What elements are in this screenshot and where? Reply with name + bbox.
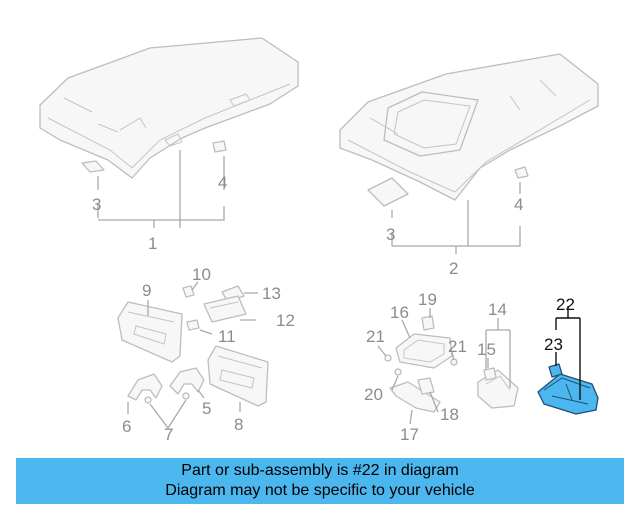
parts-diagram: 1 2 3 3 4 4 5 6 7 8 9 10 11 12 13 14 15 … (39, 37, 599, 444)
headliner-sunroof (339, 53, 599, 201)
callout-7: 7 (164, 425, 173, 444)
callout-23: 23 (544, 335, 563, 354)
cap-18 (417, 377, 435, 395)
bulb-15 (483, 367, 497, 381)
sunroof-pad-3b (367, 177, 409, 207)
dome-lamp-14 (477, 369, 519, 409)
sun-visor-left (117, 301, 183, 363)
callout-21b: 21 (448, 337, 467, 356)
bulb-19 (421, 315, 435, 331)
visor-clip-10 (182, 285, 195, 298)
banner-line-part-number: Part or sub-assembly is #22 in diagram (181, 462, 459, 479)
callout-11: 11 (218, 327, 236, 346)
callout-12: 12 (276, 311, 295, 330)
clip-21a (384, 354, 392, 362)
leader-lines-highlighted (555, 306, 581, 400)
callout-14: 14 (488, 300, 507, 319)
callout-9: 9 (142, 281, 151, 300)
callout-5: 5 (202, 399, 211, 418)
callout-4b: 4 (514, 195, 523, 214)
callout-6: 6 (122, 417, 131, 436)
callout-16: 16 (390, 303, 409, 322)
callout-1: 1 (148, 234, 157, 253)
grab-handle-6 (127, 373, 163, 401)
callout-17: 17 (400, 425, 419, 444)
sun-visor-pad-3a (81, 160, 105, 173)
callout-22: 22 (556, 295, 575, 314)
info-banner: Part or sub-assembly is #22 in diagram D… (16, 458, 624, 504)
callout-10: 10 (192, 265, 211, 284)
callout-21a: 21 (366, 327, 385, 346)
clip-4b (514, 166, 529, 179)
callout-20: 20 (364, 385, 383, 404)
map-lamp-16 (395, 333, 453, 369)
banner-line-disclaimer: Diagram may not be specific to your vehi… (165, 482, 475, 499)
callout-18: 18 (440, 405, 459, 424)
vanity-mirror-large (203, 295, 247, 323)
callout-19: 19 (418, 290, 437, 309)
callout-4a: 4 (218, 173, 227, 192)
callout-3a: 3 (92, 195, 101, 214)
callout-8: 8 (234, 415, 243, 434)
callout-13: 13 (262, 284, 281, 303)
bracket-17 (389, 381, 441, 413)
headliner-standard (39, 37, 299, 179)
screw-20 (394, 368, 402, 376)
callout-3b: 3 (386, 225, 395, 244)
screws-7 (144, 392, 190, 404)
leader-lines (97, 150, 521, 429)
callout-15: 15 (477, 340, 496, 359)
callout-2: 2 (449, 259, 458, 278)
sun-visor-right (207, 345, 269, 407)
visor-clip-11 (186, 319, 200, 331)
clip-4a (212, 140, 227, 153)
grab-handle-5 (169, 367, 205, 395)
interior-lamp-assembly-22 (537, 373, 599, 415)
